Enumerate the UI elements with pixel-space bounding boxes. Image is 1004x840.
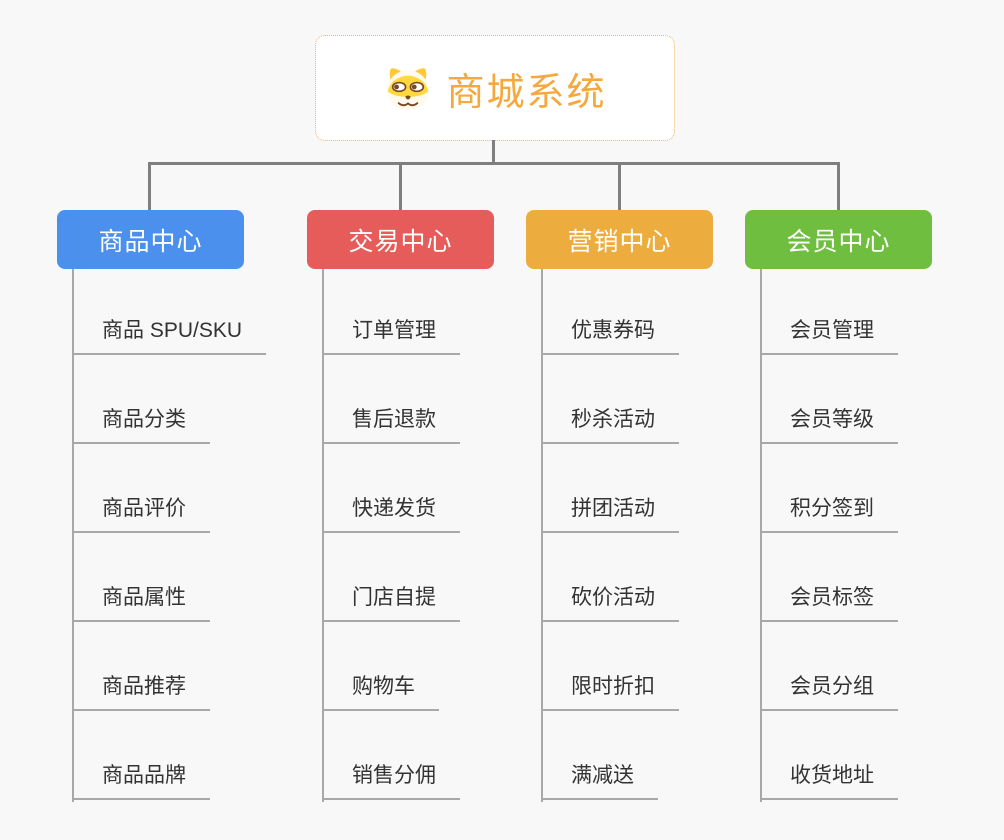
branch-2: 交易中心 订单管理售后退款快递发货门店自提购物车销售分佣 — [307, 210, 494, 802]
connector-drop-2 — [399, 162, 402, 210]
leaf-node[interactable]: 会员管理 — [760, 313, 898, 355]
leaf-node[interactable]: 订单管理 — [322, 313, 460, 355]
connector-drop-4 — [837, 162, 840, 210]
branch-connector-line — [72, 269, 74, 802]
leaf-node[interactable]: 优惠券码 — [541, 313, 679, 355]
connector-bus — [148, 162, 840, 165]
leaf-node[interactable]: 会员分组 — [760, 669, 898, 711]
leaf-node[interactable]: 商品分类 — [72, 402, 210, 444]
branch-connector-line — [322, 269, 324, 802]
leaf-node[interactable]: 秒杀活动 — [541, 402, 679, 444]
branch-4: 会员中心 会员管理会员等级积分签到会员标签会员分组收货地址 — [745, 210, 932, 802]
leaf-node[interactable]: 收货地址 — [760, 758, 898, 800]
leaf-node[interactable]: 商品推荐 — [72, 669, 210, 711]
root-title: 商城系统 — [446, 71, 607, 114]
leaf-node[interactable]: 商品评价 — [72, 491, 210, 533]
branch-header[interactable]: 营销中心 — [526, 210, 713, 269]
branch-header[interactable]: 商品中心 — [57, 210, 244, 269]
connector-drop-3 — [618, 162, 621, 210]
leaf-node[interactable]: 满减送 — [541, 758, 658, 800]
leaf-node[interactable]: 限时折扣 — [541, 669, 679, 711]
leaf-node[interactable]: 砍价活动 — [541, 580, 679, 622]
leaf-node[interactable]: 商品品牌 — [72, 758, 210, 800]
leaf-node[interactable]: 售后退款 — [322, 402, 460, 444]
leaf-node[interactable]: 门店自提 — [322, 580, 460, 622]
connector-drop-1 — [148, 162, 151, 210]
leaf-node[interactable]: 快递发货 — [322, 491, 460, 533]
leaf-node[interactable]: 购物车 — [322, 669, 439, 711]
connector-root-stem — [492, 140, 495, 165]
leaf-node[interactable]: 销售分佣 — [322, 758, 460, 800]
branch-1: 商品中心 商品 SPU/SKU 商品分类商品评价商品属性商品推荐商品品牌 — [57, 210, 267, 802]
leaf-node[interactable]: 积分签到 — [760, 491, 898, 533]
branch-connector-line — [760, 269, 762, 802]
leaf-node[interactable]: 会员等级 — [760, 402, 898, 444]
branch-connector-line — [541, 269, 543, 802]
shiba-dog-icon — [387, 68, 430, 110]
leaf-node[interactable]: 拼团活动 — [541, 491, 679, 533]
leaf-node[interactable]: 会员标签 — [760, 580, 898, 622]
leaf-node[interactable]: 商品 SPU/SKU — [72, 313, 267, 355]
branch-3: 营销中心 优惠券码秒杀活动拼团活动砍价活动限时折扣满减送 — [526, 210, 713, 802]
leaf-node[interactable]: 商品属性 — [72, 580, 210, 622]
branch-header[interactable]: 交易中心 — [307, 210, 494, 269]
branch-header[interactable]: 会员中心 — [745, 210, 932, 269]
root-node[interactable]: 商城系统 — [315, 35, 675, 141]
